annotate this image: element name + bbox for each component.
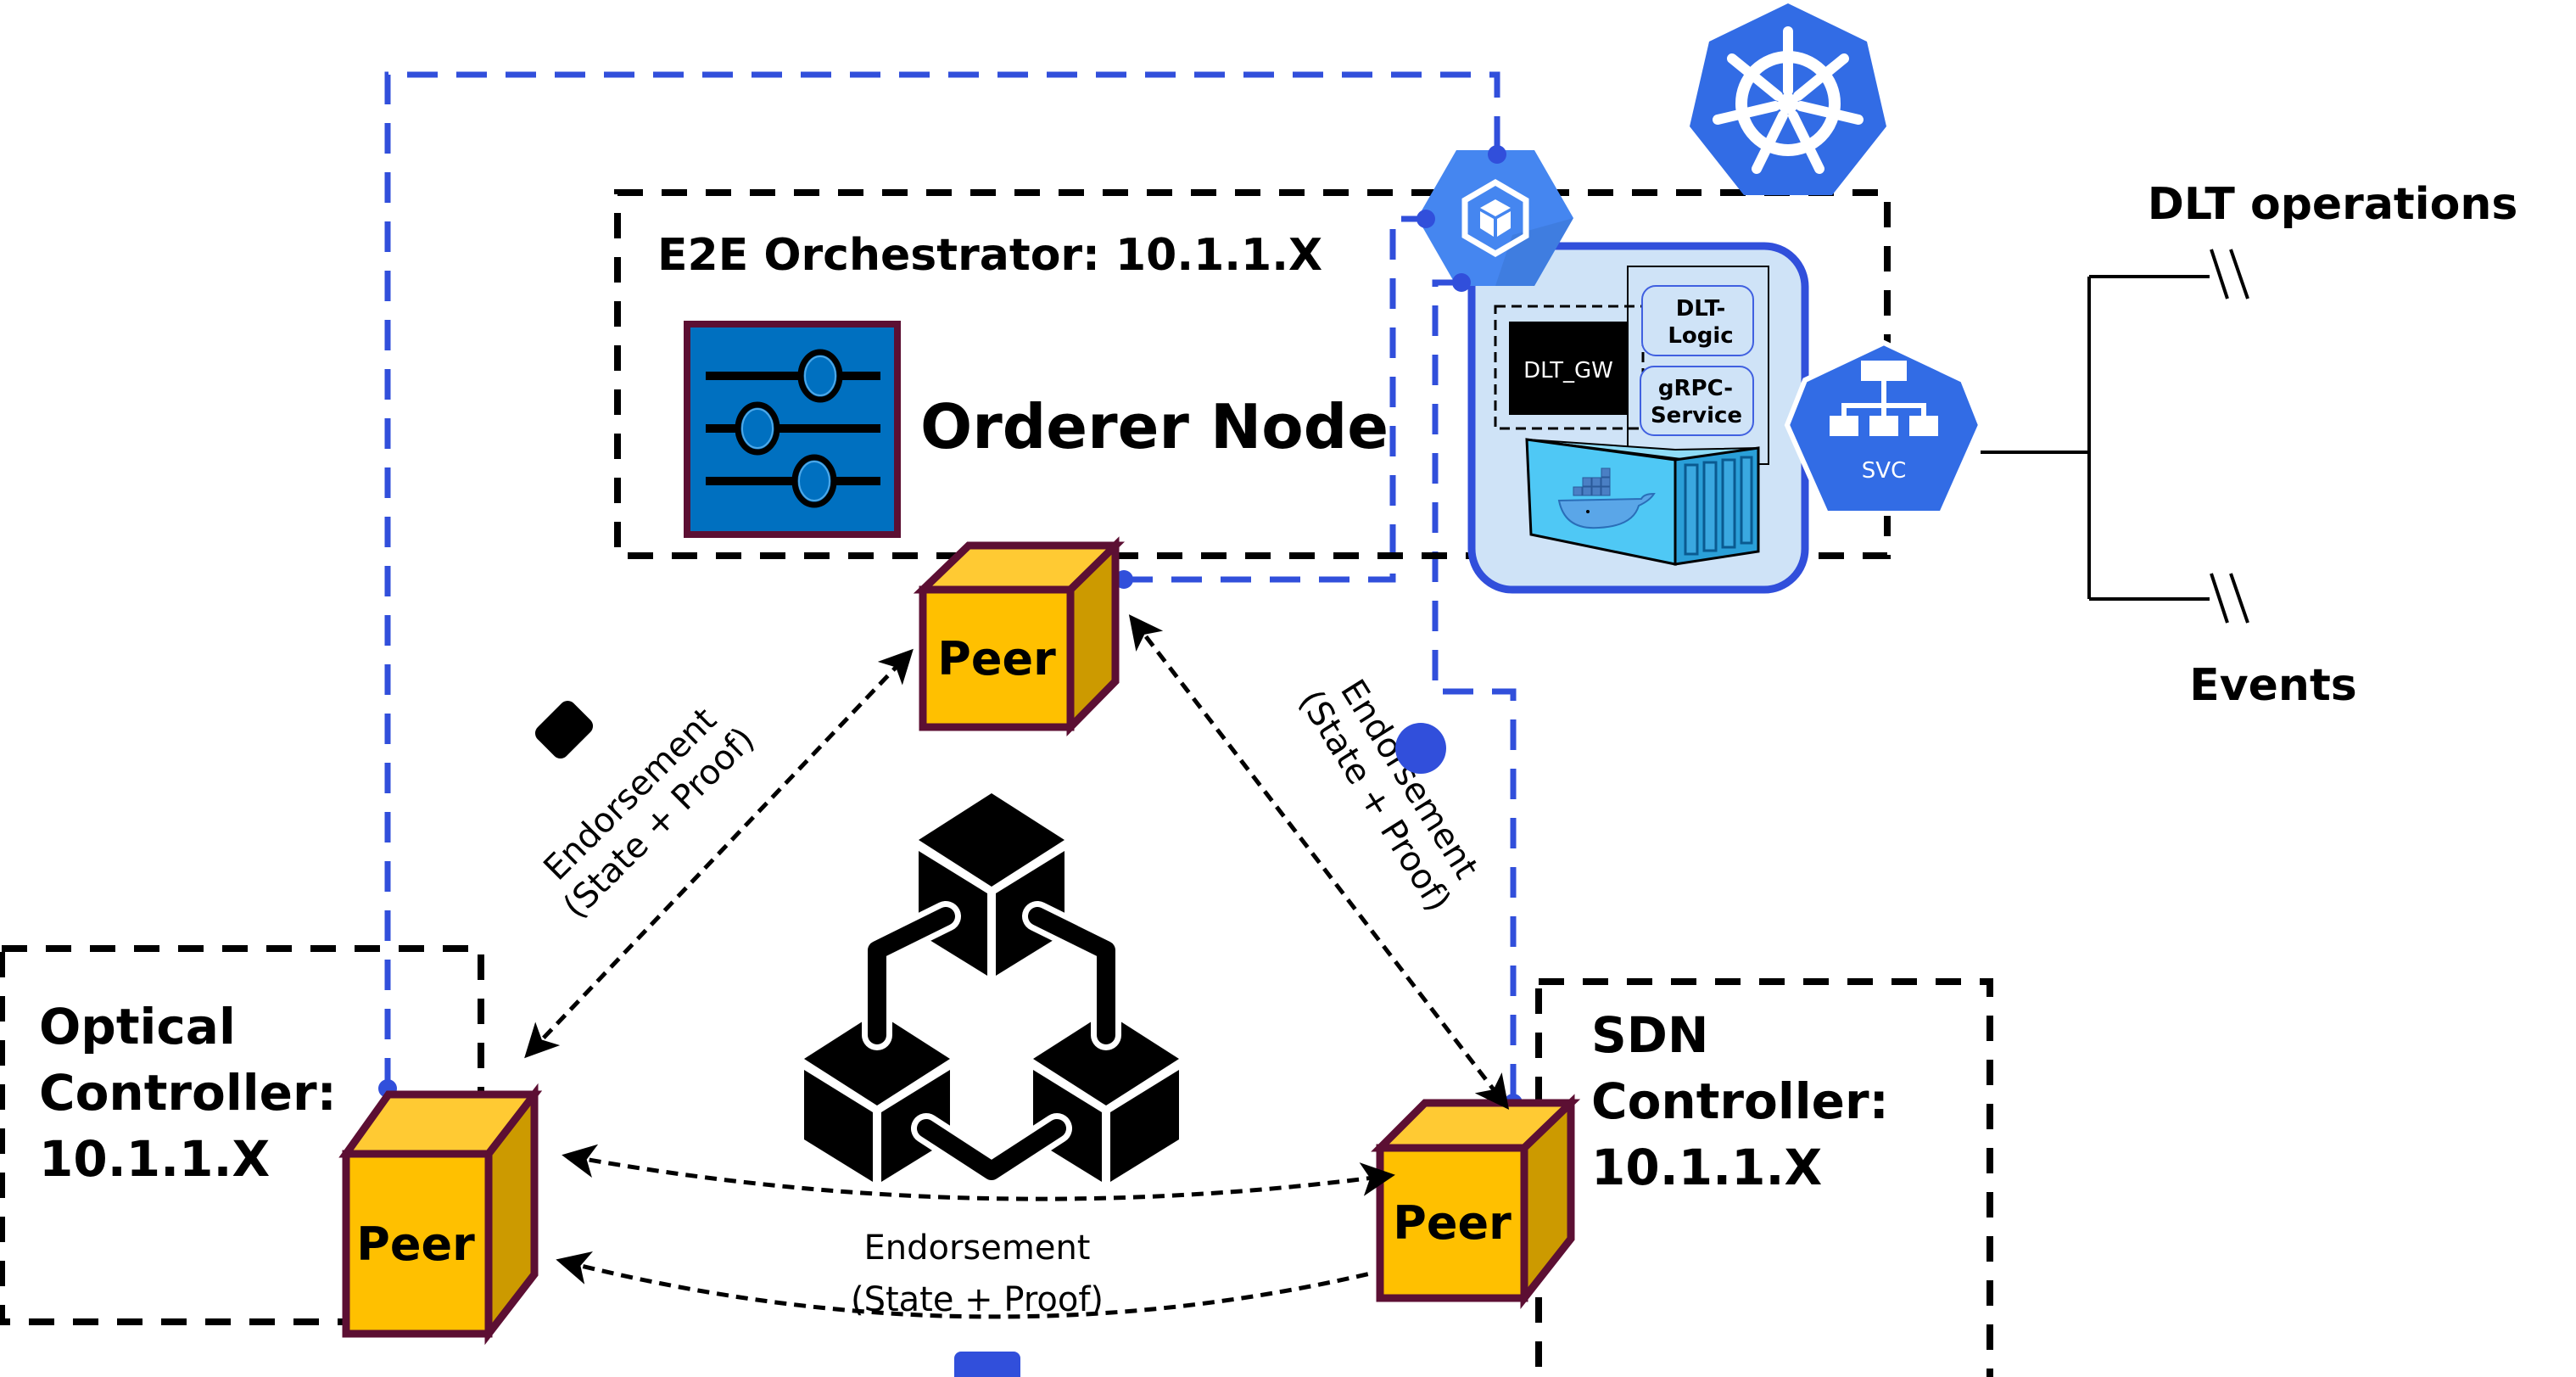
dlt-operations-label: DLT operations (2148, 179, 2518, 230)
events-label: Events (2189, 660, 2357, 711)
sdn-label-1: SDN (1591, 1006, 1708, 1064)
kubernetes-engine-icon (1417, 150, 1573, 286)
optical-label-3: 10.1.1.X (39, 1130, 270, 1188)
dlt-logic-label-2: Logic (1668, 323, 1733, 349)
engine-to-sdn-link (1432, 279, 1517, 1103)
operations-break-icon (2210, 249, 2249, 299)
events-break-icon (2210, 573, 2249, 624)
optical-to-engine-link (384, 71, 1500, 1089)
orchestrator-title: E2E Orchestrator: 10.1.1.X (657, 230, 1322, 281)
external-api-bracket (1981, 275, 2210, 601)
grpc-service-box (1640, 366, 1754, 436)
sdn-label-2: Controller: (1591, 1072, 1889, 1130)
endorsement-label-right: Endorsement (State + Proof) (1291, 673, 1485, 918)
endorsement-arrow-left (524, 648, 914, 1059)
optical-label-1: Optical (39, 998, 236, 1055)
sdn-controller-box (1535, 978, 1993, 1377)
endorsement-arrow-bottom-lower (556, 1251, 1375, 1319)
docker-whale-icon (1557, 467, 1656, 529)
endorsement-arrow-bottom-upper (562, 1144, 1395, 1201)
orderer-sliders-icon (684, 321, 901, 538)
endorsement-token-blue-circle (1395, 723, 1446, 774)
dlt-logic-label-1: DLT- (1676, 296, 1726, 322)
engine-bottom-port (1452, 273, 1471, 292)
blockchain-icon (804, 793, 1179, 1186)
optical-label-2: Controller: (39, 1064, 337, 1122)
sdn-peer-label: Peer (1393, 1196, 1512, 1250)
gateway-dashed-box (1494, 305, 1645, 430)
dlt-gateway-block (1509, 322, 1629, 415)
endorsement-bottom-line2: (State + Proof) (851, 1280, 1104, 1319)
svc-label: SVC (1862, 458, 1906, 484)
endorsement-token-blue-square (954, 1352, 1020, 1377)
dlt-logic-box (1641, 285, 1754, 356)
sdn-peer-cube: Peer (1371, 1094, 1581, 1310)
grpc-label-2: Service (1651, 403, 1742, 428)
optical-peer-cube: Peer (338, 1083, 543, 1346)
endorsement-token-black (534, 700, 594, 759)
sdn-label-3: 10.1.1.X (1591, 1139, 1822, 1196)
orderer-peer-to-engine-link (1122, 216, 1426, 583)
kubernetes-logo-icon (1690, 3, 1886, 195)
optical-peer-label: Peer (356, 1217, 475, 1271)
grpc-label-1: gRPC- (1658, 376, 1733, 401)
endorsement-arrow-right (1128, 614, 1510, 1110)
dlt-gateway-label: DLT_GW (1523, 358, 1613, 383)
orchestrator-peer-cube: Peer (913, 536, 1126, 737)
orchestrator-peer-label: Peer (937, 632, 1056, 686)
orderer-node-label: Orderer Node (920, 391, 1389, 462)
engine-top-port (1488, 145, 1506, 164)
docker-container-icon (1525, 438, 1760, 566)
service-svc-icon: SVC (1784, 339, 1984, 516)
endorsement-bottom-line1: Endorsement (864, 1229, 1091, 1268)
orchestrator-box (614, 189, 1891, 559)
engine-left-port (1417, 210, 1435, 228)
